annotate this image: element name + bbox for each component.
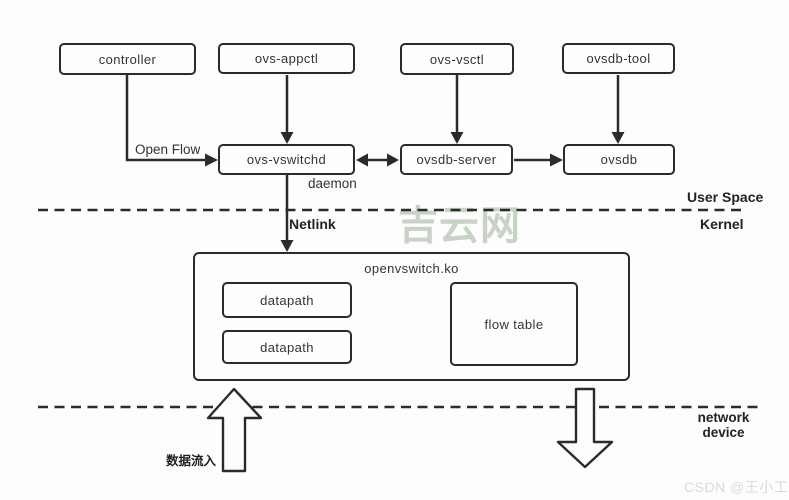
node-ovs-appctl: ovs-appctl (218, 43, 355, 74)
credit-watermark: CSDN @王小工 (684, 479, 789, 495)
arrowhead-openflow (205, 153, 218, 167)
kernel-label: Kernel (700, 216, 744, 232)
network-device-label: network device (690, 410, 757, 440)
node-controller: controller (59, 43, 196, 75)
network-device-line1: network (697, 410, 750, 425)
arrowhead-bidir-right (387, 153, 399, 167)
arrowhead-vsctl (450, 132, 464, 144)
open-flow-label: Open Flow (135, 142, 201, 157)
data-inflow-label: 数据流入 (166, 454, 217, 468)
arrowhead-appctl (280, 132, 294, 144)
node-flow-table: flow table (450, 282, 578, 366)
data-outflow-arrow (556, 387, 614, 469)
center-watermark: 吉云网 (398, 204, 521, 248)
node-ovsdb-tool: ovsdb-tool (562, 43, 675, 74)
node-datapath-1: datapath (222, 282, 352, 318)
module-openvswitch-ko: openvswitch.ko (193, 252, 630, 381)
node-ovsdb-server: ovsdb-server (400, 144, 513, 175)
arrowhead-ovsdbtool (611, 132, 625, 144)
module-title: openvswitch.ko (364, 261, 459, 276)
arrowhead-netlink (280, 240, 294, 252)
arrowhead-ovsdb (550, 153, 563, 167)
user-space-label: User Space (687, 189, 764, 205)
node-ovs-vsctl: ovs-vsctl (400, 43, 514, 75)
node-ovs-vswitchd: ovs-vswitchd (218, 144, 355, 175)
arrowhead-bidir-left (356, 153, 368, 167)
network-device-line2: device (702, 425, 745, 440)
netlink-label: Netlink (289, 216, 336, 232)
node-datapath-2: datapath (222, 330, 352, 364)
daemon-label: daemon (308, 176, 357, 191)
node-ovsdb: ovsdb (563, 144, 675, 175)
